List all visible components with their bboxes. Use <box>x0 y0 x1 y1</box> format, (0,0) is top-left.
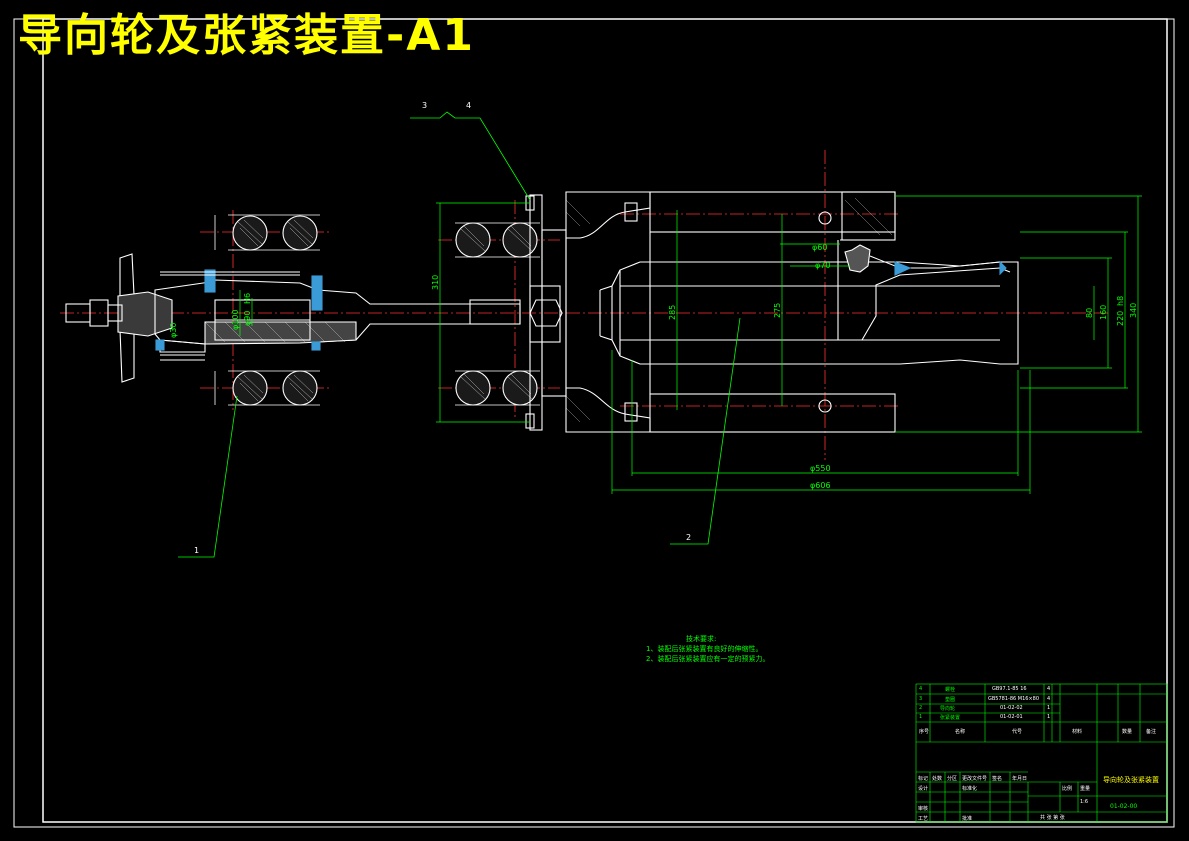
tb-row-std: 标准化 <box>962 786 978 792</box>
tb-row-process: 工艺 <box>918 816 929 822</box>
spring-coils <box>232 215 538 406</box>
dim-h160: 160 <box>1099 305 1108 320</box>
bom-no-3: 3 <box>919 696 923 702</box>
tech-item-2: 2、装配后张紧装置应有一定的预紧力。 <box>646 655 770 663</box>
dim-h340: 340 <box>1129 303 1138 318</box>
dim-d100: φ100 <box>231 309 240 330</box>
bom-header-qty: 数量 <box>1122 729 1133 735</box>
dim-h220: 220 <box>1116 311 1125 326</box>
title-block-scale-label: 比例 <box>1062 786 1073 792</box>
drawing-title: 导向轮及张紧装置-A1 <box>18 10 475 61</box>
title-block-name: 导向轮及张紧装置 <box>1103 776 1159 784</box>
bom-qty-4: 4 <box>1047 696 1051 702</box>
title-block-drawing-no: 01-02-00 <box>1110 803 1138 810</box>
guide-wheel <box>525 191 1019 433</box>
tb-row-change: 更改文件号 <box>962 776 988 782</box>
tb-row-count: 处数 <box>932 776 943 782</box>
callout-2: 2 <box>686 533 691 542</box>
bom-header-name: 名称 <box>955 729 966 735</box>
dim-h6: H6 <box>243 293 252 304</box>
bom-name-1: 张紧装置 <box>940 715 961 721</box>
bom-header-seq: 序号 <box>919 729 930 735</box>
bom-std-2: 01-02-02 <box>1000 705 1023 711</box>
dim-h310: 310 <box>431 275 440 290</box>
title-block-sheets: 共 张 第 张 <box>1040 815 1065 821</box>
bom-no-1: 1 <box>919 714 923 720</box>
technical-requirements: 技术要求: 1、装配后张紧装置有良好的伸缩性。 2、装配后张紧装置应有一定的预紧… <box>646 634 769 664</box>
bom-name-3: 垫圈 <box>945 697 956 703</box>
bom-qty-3: 4 <box>1047 686 1051 692</box>
bom-std-3: GB97.1-85 16 <box>992 686 1027 692</box>
dimension-lines <box>239 195 1142 494</box>
tb-row-zone: 分区 <box>947 776 958 782</box>
tech-item-1: 1、装配后张紧装置有良好的伸缩性。 <box>646 645 763 653</box>
title-block <box>915 683 1168 823</box>
tech-heading: 技术要求: <box>686 635 717 643</box>
bom-qty-1: 1 <box>1047 714 1051 720</box>
dim-fit: h8 <box>1116 296 1125 306</box>
tb-row-date: 年月日 <box>1012 776 1028 782</box>
tb-row-approve: 批准 <box>962 816 973 822</box>
dim-d30: φ30 <box>169 323 178 338</box>
bom-name-2: 导向轮 <box>940 706 956 712</box>
centerlines <box>60 150 1110 460</box>
bom-std-1: 01-02-01 <box>1000 714 1023 720</box>
bom-header-note: 备注 <box>1146 729 1157 735</box>
callout-3: 3 <box>422 101 427 110</box>
bom-no-2: 2 <box>919 705 923 711</box>
bom-std-4: GB5781-86 M16×80 <box>988 696 1040 702</box>
title-block-scale-value: 1:6 <box>1080 799 1089 805</box>
dim-h285: 285 <box>668 305 677 320</box>
bom-qty-2: 1 <box>1047 705 1051 711</box>
bom-header-material: 材料 <box>1072 729 1083 735</box>
dim-d606: φ606 <box>810 481 831 490</box>
dim-d550: φ550 <box>810 464 831 473</box>
tensioner-assembly <box>65 253 521 383</box>
title-block-weight-label: 重量 <box>1080 786 1091 792</box>
tb-row-design: 设计 <box>918 786 929 792</box>
tb-row-sign: 签名 <box>992 776 1003 782</box>
tb-row-review: 审核 <box>918 806 929 812</box>
dim-h275: 275 <box>773 303 782 318</box>
dim-d90: φ90 <box>243 311 252 326</box>
dim-d60: φ60 <box>812 243 827 252</box>
bom-no-4: 4 <box>919 686 923 692</box>
inner-frame <box>42 18 1168 823</box>
bom-header-code: 代号 <box>1012 729 1023 735</box>
callout-1: 1 <box>194 546 199 555</box>
tb-row-mark: 标记 <box>918 776 929 782</box>
callout-4: 4 <box>466 101 471 110</box>
dim-h80: 80 <box>1085 308 1094 318</box>
dim-d70: φ70 <box>815 261 830 270</box>
bom-name-4: 螺栓 <box>945 687 956 693</box>
leaders <box>178 111 741 558</box>
